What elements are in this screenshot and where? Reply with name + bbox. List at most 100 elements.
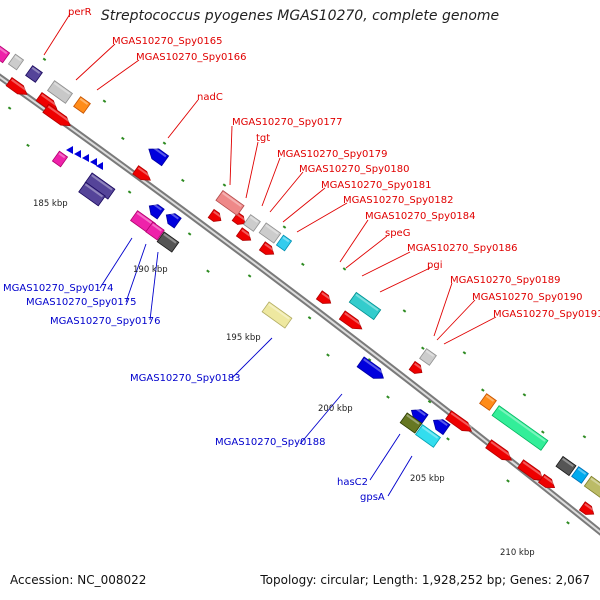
feature-block-25-body	[415, 424, 441, 448]
leader-line-9	[296, 202, 348, 233]
tick-label-185: 185 kbp	[33, 199, 68, 209]
gene-label-spy0182[interactable]: MGAS10270_Spy0182	[343, 195, 453, 206]
red-gene-15-body	[578, 501, 595, 515]
feature-block-19-shine	[268, 303, 290, 320]
leader-line-10	[339, 219, 369, 263]
labels-blue: MGAS10270_Spy0174 MGAS10270_Spy0175 MGAS…	[3, 283, 385, 503]
feature-block-27-body	[491, 405, 549, 451]
gene-label-speG[interactable]: speG	[385, 228, 410, 239]
gene-label-spy0165[interactable]: MGAS10270_Spy0165	[112, 36, 222, 47]
feature-block-23-shine	[436, 416, 448, 427]
leader-line-12	[361, 251, 411, 277]
red-gene-0-body	[5, 76, 28, 95]
tick-mark	[367, 358, 372, 362]
feature-block-19	[261, 301, 293, 329]
feature-block-5	[84, 172, 116, 200]
feature-block-12-body	[148, 204, 165, 220]
feature-block-14-body	[215, 190, 245, 216]
gene-label-spy0180[interactable]: MGAS10270_Spy0180	[299, 164, 409, 175]
feature-block-3-body	[47, 80, 73, 104]
feature-block-2-shine	[31, 67, 41, 74]
feature-block-15	[243, 214, 261, 232]
feature-block-19-body	[261, 301, 293, 329]
feature-block-11-body	[148, 148, 170, 167]
gene-label-spy0177[interactable]: MGAS10270_Spy0177	[232, 117, 342, 128]
feature-block-2	[25, 65, 43, 83]
tick-mark	[7, 106, 12, 110]
gene-label-spy0191[interactable]: MGAS10270_Spy0191	[493, 309, 600, 320]
tick-mark	[522, 393, 527, 397]
gene-label-spy0183[interactable]: MGAS10270_Spy0183	[130, 373, 240, 384]
tick-mark	[247, 274, 252, 278]
feature-block-28-body	[555, 455, 577, 477]
gene-label-spy0174[interactable]: MGAS10270_Spy0174	[3, 283, 113, 294]
feature-block-23	[432, 416, 451, 436]
gene-label-spy0190[interactable]: MGAS10270_Spy0190	[472, 292, 582, 303]
feature-block-0-body	[0, 40, 11, 64]
red-gene-12-shine	[490, 441, 513, 458]
feature-block-29-shine	[577, 468, 587, 475]
red-gene-6-body	[258, 241, 275, 255]
feature-block-29	[571, 466, 589, 484]
feature-block-4	[73, 96, 91, 114]
gene-label-spy0181[interactable]: MGAS10270_Spy0181	[321, 180, 431, 191]
leader-line-17	[99, 237, 133, 289]
gene-label-spy0179[interactable]: MGAS10270_Spy0179	[277, 149, 387, 160]
tick-mark	[187, 232, 192, 236]
feature-block-20	[356, 356, 385, 379]
feature-block-17-shine	[282, 236, 290, 243]
tick-mark	[127, 190, 132, 194]
leader-line-20	[231, 337, 273, 379]
feature-block-9-shine	[151, 223, 162, 232]
gene-features	[0, 40, 600, 515]
red-gene-1-shine	[41, 93, 58, 107]
accession-text: Accession: NC_008022	[10, 573, 147, 587]
gene-label-pgi[interactable]: pgi	[427, 260, 442, 271]
feature-block-0-shine	[0, 42, 8, 55]
gene-label-spy0175[interactable]: MGAS10270_Spy0175	[26, 297, 136, 308]
feature-block-8-shine	[136, 212, 154, 225]
feature-block-11	[148, 145, 170, 167]
leader-line-6	[261, 157, 281, 207]
feature-block-24-body	[399, 412, 423, 434]
gene-label-spy0184[interactable]: MGAS10270_Spy0184	[365, 211, 475, 222]
red-gene-15-shine	[584, 503, 595, 512]
feature-block-0	[0, 40, 11, 64]
gene-label-spy0186[interactable]: MGAS10270_Spy0186	[407, 243, 517, 254]
red-gene-0	[5, 76, 28, 95]
feature-block-7	[51, 150, 69, 168]
red-gene-10-body	[408, 360, 423, 374]
leader-lines	[43, 13, 497, 497]
feature-block-26	[479, 393, 497, 411]
red-gene-14-body	[538, 473, 556, 489]
feature-block-13-shine	[168, 211, 179, 220]
gene-label-nadC[interactable]: nadC	[197, 92, 223, 103]
gene-label-spy0189[interactable]: MGAS10270_Spy0189	[450, 275, 560, 286]
gene-label-gpsA[interactable]: gpsA	[360, 492, 385, 503]
feature-block-10-body	[156, 231, 180, 253]
feature-block-5-shine	[91, 174, 113, 191]
gene-label-spy0166[interactable]: MGAS10270_Spy0166	[136, 52, 246, 63]
gene-label-spy0188[interactable]: MGAS10270_Spy0188	[215, 437, 325, 448]
blue-arrow-0	[66, 146, 73, 154]
feature-block-7-body	[51, 150, 69, 168]
tick-mark	[421, 346, 425, 350]
red-gene-3-body	[132, 165, 151, 181]
blue-arrow-4	[96, 162, 103, 170]
tick-mark	[427, 400, 432, 404]
gene-label-spy0176[interactable]: MGAS10270_Spy0176	[50, 316, 160, 327]
red-gene-2-body	[42, 103, 71, 127]
feature-block-10	[156, 231, 180, 253]
red-gene-2	[42, 103, 71, 127]
gene-label-hasC2[interactable]: hasC2	[337, 477, 368, 488]
map-title: Streptococcus pyogenes MGAS10270, comple…	[100, 8, 500, 24]
gene-label-perR[interactable]: perR	[68, 7, 92, 18]
feature-block-23-body	[432, 419, 451, 436]
tick-label-210: 210 kbp	[500, 548, 535, 558]
feature-block-17-body	[275, 234, 293, 252]
red-gene-6-shine	[264, 243, 275, 252]
red-gene-12	[485, 439, 513, 461]
gene-label-tgt[interactable]: tgt	[256, 133, 270, 144]
red-gene-3	[132, 165, 152, 181]
